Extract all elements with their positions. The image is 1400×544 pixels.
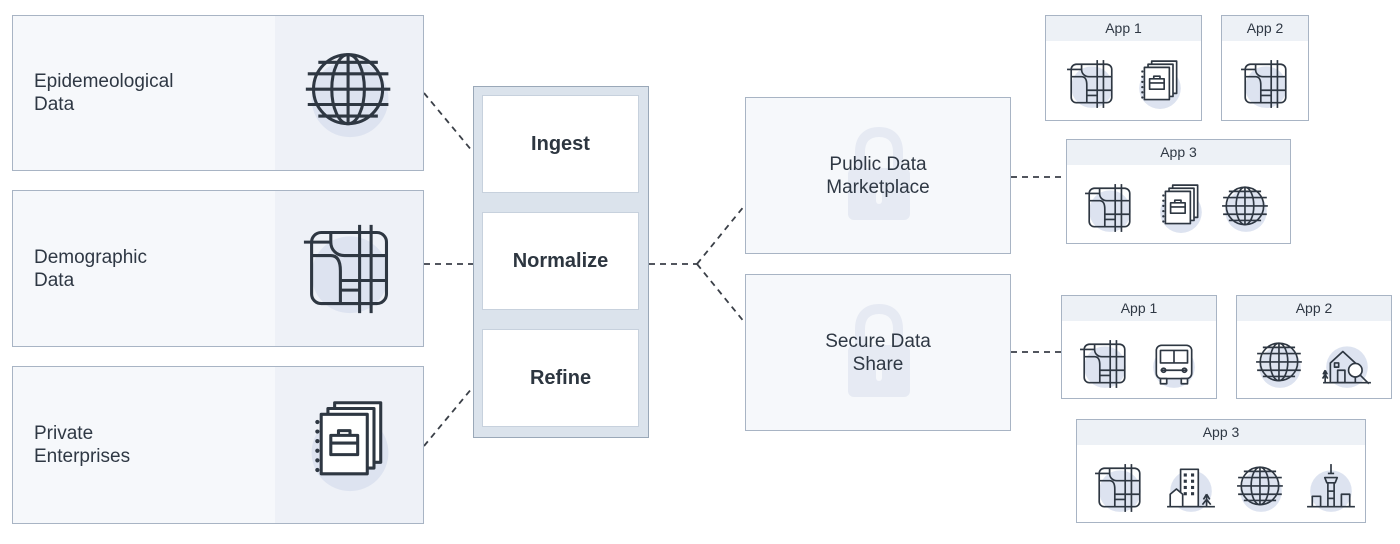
map-icon — [1240, 58, 1292, 110]
stage-normalize: Normalize — [482, 212, 639, 310]
map-icon — [1066, 58, 1118, 110]
globe-icon — [1254, 338, 1306, 390]
connector-to-share — [696, 263, 746, 324]
connector-to-marketplace — [696, 204, 746, 265]
app-title: App 2 — [1222, 16, 1308, 41]
briefcase-documents-icon — [302, 397, 398, 493]
app-title: App 1 — [1046, 16, 1201, 41]
app-title: App 3 — [1077, 420, 1365, 445]
destination-label: Public Data Marketplace — [826, 153, 930, 198]
source-epidemiological: Epidemeological Data — [12, 15, 424, 171]
connector-epidemiological — [423, 92, 474, 153]
app-title: App 1 — [1062, 296, 1216, 321]
destination-secure-share: Secure Data Share — [745, 274, 1011, 431]
source-demographic: Demographic Data — [12, 190, 424, 347]
globe-icon — [1235, 462, 1287, 514]
share-app-3: App 3 — [1076, 419, 1366, 523]
globe-icon — [302, 45, 398, 141]
marketplace-app-3: App 3 — [1066, 139, 1291, 244]
share-app-1: App 1 — [1061, 295, 1217, 399]
app-title: App 2 — [1237, 296, 1391, 321]
marketplace-app-2: App 2 — [1221, 15, 1309, 121]
buildings-icon — [1165, 462, 1217, 514]
map-icon — [1094, 462, 1146, 514]
stage-ingest: Ingest — [482, 95, 639, 193]
house-search-icon — [1321, 338, 1373, 390]
source-label: Private Enterprises — [34, 423, 131, 467]
globe-icon — [1220, 182, 1272, 234]
map-icon — [1079, 338, 1131, 390]
tower-icon — [1305, 462, 1357, 514]
share-app-2: App 2 — [1236, 295, 1392, 399]
source-label: Epidemeological Data — [34, 71, 174, 115]
bus-icon — [1148, 338, 1200, 390]
source-private-enterprises: Private Enterprises — [12, 366, 424, 524]
connector-private — [423, 386, 474, 447]
stage-refine: Refine — [482, 329, 639, 427]
briefcase-documents-icon — [1134, 58, 1186, 110]
source-label: Demographic Data — [34, 246, 147, 291]
app-title: App 3 — [1067, 140, 1290, 165]
marketplace-app-1: App 1 — [1045, 15, 1202, 121]
map-icon — [302, 221, 398, 317]
destination-label: Secure Data Share — [825, 330, 931, 375]
destination-public-marketplace: Public Data Marketplace — [745, 97, 1011, 254]
map-icon — [1084, 182, 1136, 234]
briefcase-documents-icon — [1155, 182, 1207, 234]
pipeline: Ingest Normalize Refine — [473, 86, 649, 438]
